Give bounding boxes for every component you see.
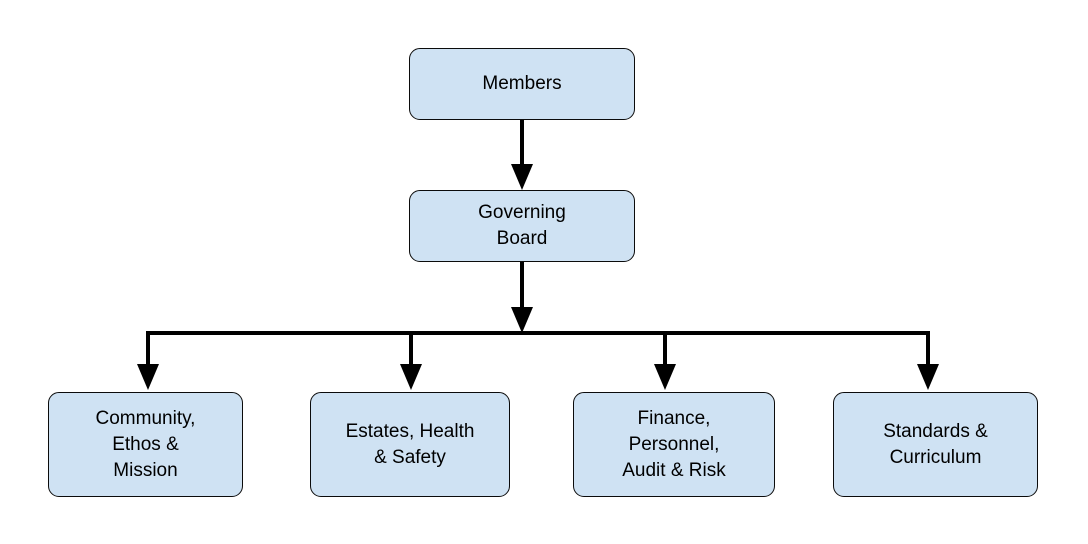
node-finance-personnel-audit-risk: Finance, Personnel, Audit & Risk bbox=[573, 392, 775, 497]
node-label: Members bbox=[482, 73, 562, 94]
node-label: Finance, Personnel, Audit & Risk bbox=[622, 407, 726, 481]
edge-members-governing-board bbox=[511, 120, 533, 190]
edge-rail-finance-personnel-audit-risk bbox=[654, 331, 676, 390]
arrowhead-icon bbox=[137, 364, 159, 390]
node-members: Members bbox=[409, 48, 635, 120]
node-label: Community, Ethos & Mission bbox=[95, 407, 196, 481]
edge-rail-community-ethos-mission bbox=[137, 331, 159, 390]
node-label: Standards & Curriculum bbox=[883, 420, 988, 468]
arrowhead-icon bbox=[400, 364, 422, 390]
arrowhead-icon bbox=[654, 364, 676, 390]
node-label: Governing Board bbox=[478, 202, 566, 249]
node-estates-health-safety: Estates, Health & Safety bbox=[310, 392, 510, 497]
node-standards-curriculum: Standards & Curriculum bbox=[833, 392, 1038, 497]
edge-rail-standards-curriculum bbox=[917, 331, 939, 390]
arrowhead-icon bbox=[917, 364, 939, 390]
node-community-ethos-mission: Community, Ethos & Mission bbox=[48, 392, 243, 497]
edge-rail-estates-health-safety bbox=[400, 331, 422, 390]
node-governing-board: Governing Board bbox=[409, 190, 635, 262]
edge-governing-board-rail bbox=[511, 262, 533, 333]
node-label: Estates, Health & Safety bbox=[345, 420, 475, 468]
arrowhead-icon bbox=[511, 307, 533, 333]
arrowhead-icon bbox=[511, 164, 533, 190]
